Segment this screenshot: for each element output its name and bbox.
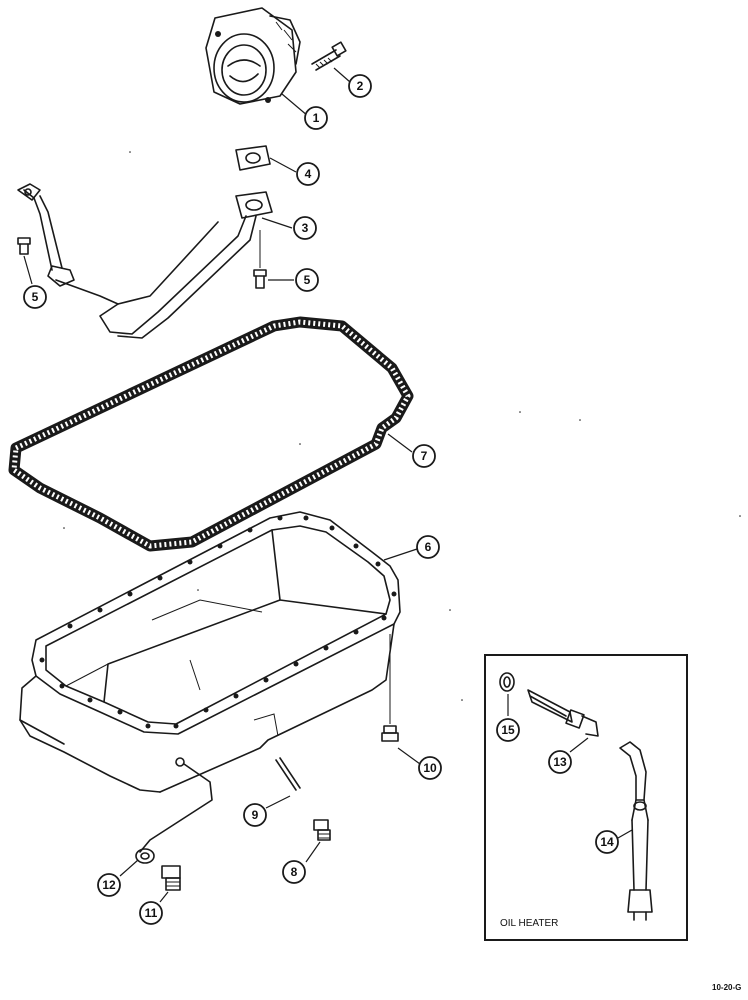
callout-number: 10 [423,761,437,775]
callout-10: 10 [418,756,442,780]
callout-12: 12 [97,873,121,897]
callout-number: 12 [102,878,116,892]
tube-gasket [235,145,271,171]
callout-1: 1 [304,106,328,130]
callout-2: 2 [348,74,372,98]
callout-3: 3 [293,216,317,240]
tube-screw-right [253,230,267,289]
plug [161,865,181,891]
suction-tube [17,183,273,339]
callout-number: 5 [32,290,39,304]
figure-code: 10-20-G [712,983,741,992]
pin [275,757,301,791]
inset-title: OIL HEATER [500,918,558,929]
drain-plug [313,819,331,841]
callout-number: 3 [302,221,309,235]
heater-element [527,689,599,737]
oil-pan [19,511,401,853]
callout-7: 7 [412,444,436,468]
callout-number: 11 [145,906,158,920]
washer [135,848,155,864]
callout-number: 9 [252,808,259,822]
callout-15: 15 [496,718,520,742]
scan-specks [63,151,741,701]
tube-screw-left [17,237,31,255]
callout-number: 7 [421,449,428,463]
pump-bolt [311,41,347,71]
callout-number: 1 [313,111,320,125]
leader-lines [23,67,633,903]
callout-5-left: 5 [23,285,47,309]
callout-number: 4 [305,167,312,181]
callout-8: 8 [282,860,306,884]
callout-number: 2 [357,79,364,93]
callout-14: 14 [595,830,619,854]
callout-5-right: 5 [295,268,319,292]
callout-6: 6 [416,535,440,559]
callout-number: 15 [501,723,515,737]
callout-13: 13 [548,750,572,774]
callout-11: 11 [139,901,163,925]
callout-number: 6 [425,540,432,554]
oil-pump [205,7,301,105]
side-bolt [381,634,399,742]
seal-ring [499,672,515,692]
callout-number: 13 [553,755,567,769]
callout-number: 14 [600,835,614,849]
callout-9: 9 [243,803,267,827]
callout-4: 4 [296,162,320,186]
callout-number: 5 [304,273,311,287]
heater-cord [619,741,653,921]
callout-number: 8 [291,865,298,879]
oil-heater-inset: OIL HEATER [484,654,688,941]
oil-pan-gasket [8,316,414,552]
